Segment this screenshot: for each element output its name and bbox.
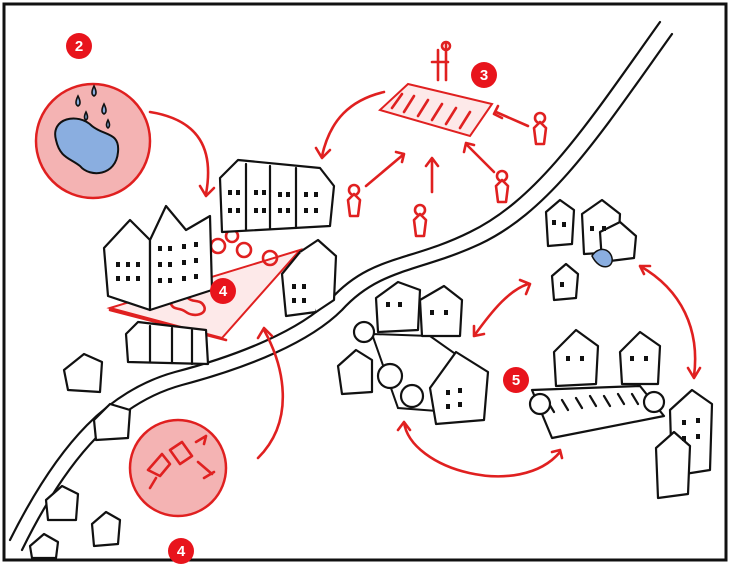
badge-5: 5: [503, 367, 529, 393]
svg-text:3: 3: [480, 67, 488, 84]
badge-4-bottom: 4: [168, 538, 194, 564]
building-block-top: [220, 160, 334, 232]
badge-2: 2: [66, 33, 92, 59]
svg-text:4: 4: [177, 543, 186, 560]
rain-pond-bubble: [36, 84, 150, 198]
svg-text:5: 5: [512, 372, 520, 389]
person-activity-icon: [130, 420, 226, 516]
badge-3: 3: [471, 62, 497, 88]
svg-text:4: 4: [219, 283, 228, 300]
badge-4-square: 4: [210, 278, 236, 304]
activity-bubble: [130, 420, 226, 516]
svg-text:2: 2: [75, 38, 83, 55]
